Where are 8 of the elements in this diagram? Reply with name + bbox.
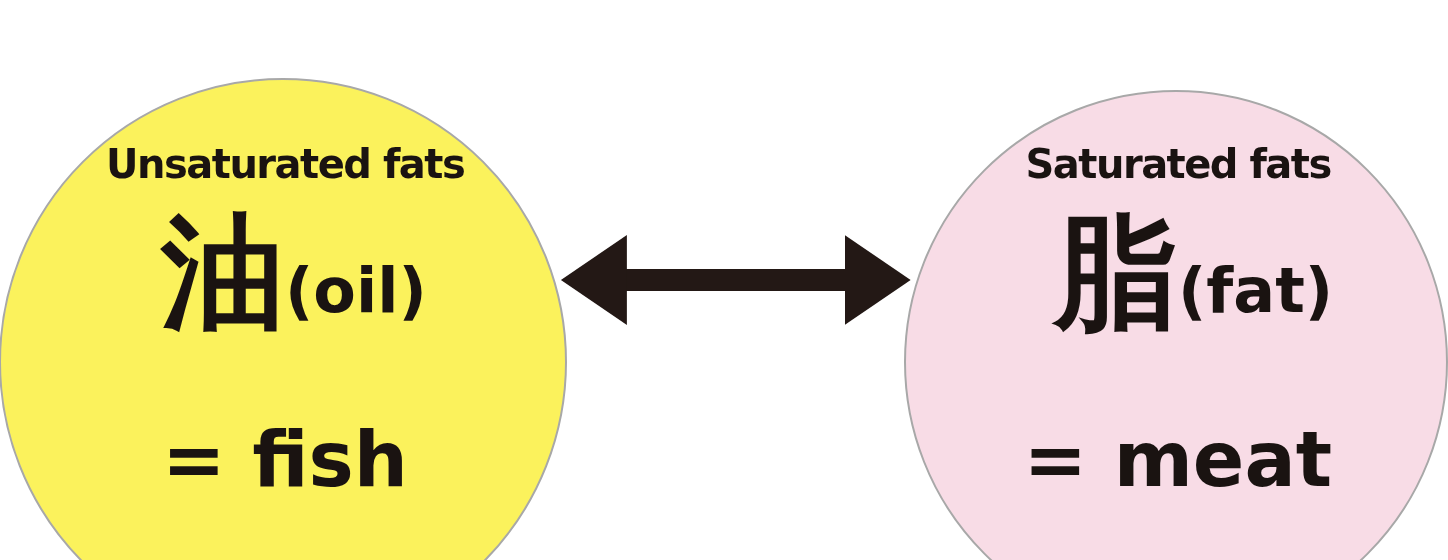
kanji-character: 油 (161, 210, 285, 334)
reading-label: (oil) (285, 260, 427, 322)
food-label: = fish (162, 422, 408, 498)
food-label: = meat (1023, 422, 1332, 498)
reading-label: (fat) (1178, 260, 1334, 322)
circle-heading: Unsaturated fats (106, 144, 465, 184)
double-arrow (560, 235, 911, 325)
circle-heading: Saturated fats (1025, 144, 1331, 184)
